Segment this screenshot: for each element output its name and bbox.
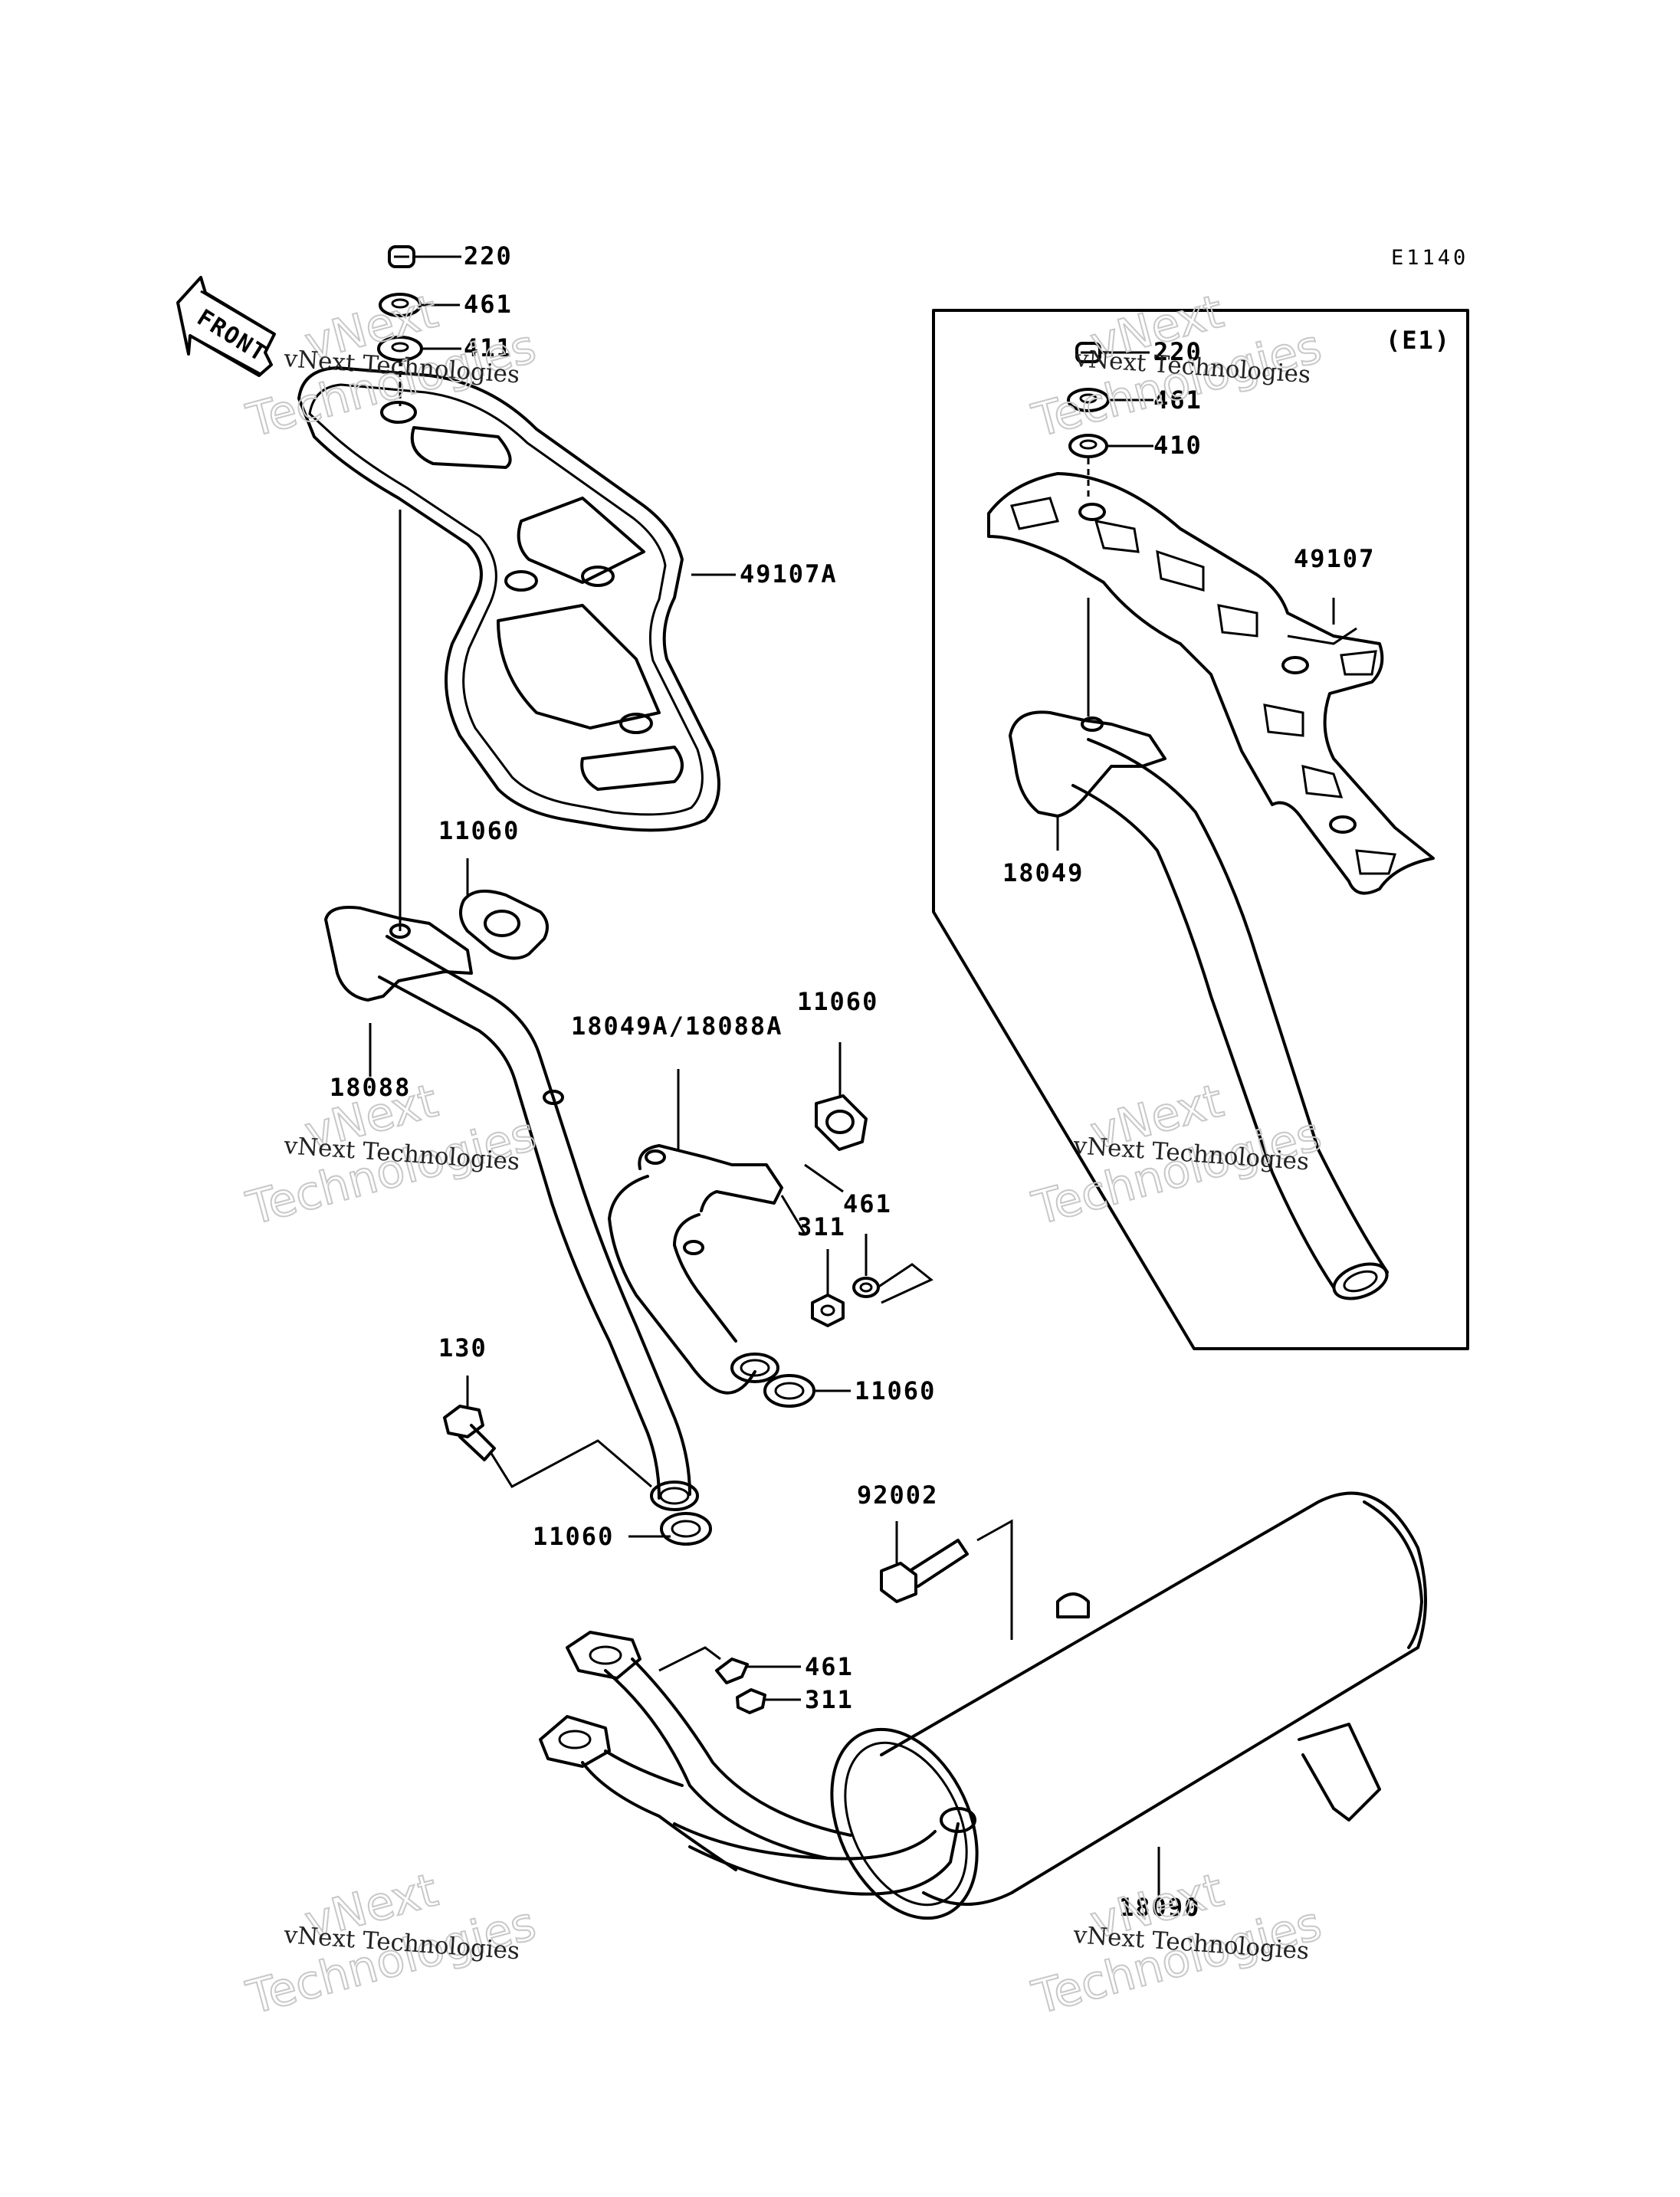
label-11060-b: 11060: [797, 987, 878, 1016]
label-461-top: 461: [464, 290, 513, 319]
inset-e1-frame: [932, 309, 1469, 1350]
bolt-130-icon: [443, 1376, 652, 1488]
exhaust-pipe-18049A-18088A: [608, 1144, 806, 1395]
nut-311-mid-icon: [811, 1249, 845, 1327]
inset-e1-label: (E1): [1386, 326, 1451, 355]
washer-410-icon: [1068, 434, 1153, 458]
watermark-mid-left: Technologies vNext vNext Technologies: [241, 1074, 542, 1237]
gasket-11060-b-icon: [815, 1042, 868, 1151]
label-11060-d: 11060: [533, 1522, 614, 1551]
washer-461-low-icon: [715, 1658, 801, 1684]
bolt-220-icon: [388, 245, 461, 268]
exhaust-pipe-18049: [1009, 710, 1389, 1300]
gasket-11060-a-icon: [459, 858, 549, 960]
watermark-bottom-left: Technologies vNext vNext Technologies: [241, 1863, 542, 2026]
diagram-code: E1140: [1391, 246, 1468, 270]
gasket-11060-c-icon: [763, 1374, 851, 1408]
label-220-inset: 220: [1153, 337, 1203, 366]
bolt-92002-icon: [880, 1519, 1013, 1640]
label-18049: 18049: [1002, 858, 1084, 887]
label-130: 130: [438, 1333, 487, 1362]
heat-shield-49107A: [297, 366, 720, 832]
label-92002: 92002: [857, 1481, 938, 1510]
washer-461-mid-icon: [852, 1234, 934, 1304]
heat-shield-49107: [987, 472, 1435, 895]
nut-311-low-icon: [736, 1688, 801, 1714]
label-461-inset: 461: [1153, 385, 1203, 415]
watermark-bottom-right: Technologies vNext vNext Technologies: [1026, 1863, 1327, 2026]
label-311-mid: 311: [797, 1212, 846, 1241]
label-461-mid: 461: [843, 1189, 892, 1218]
exhaust-pipe-18088: [324, 906, 699, 1511]
label-18090: 18090: [1119, 1893, 1200, 1922]
label-11060-a: 11060: [438, 816, 520, 845]
label-311-low: 311: [805, 1685, 854, 1714]
label-49107: 49107: [1294, 544, 1375, 573]
label-18049A-18088A: 18049A/18088A: [571, 1012, 783, 1041]
watermark-mid-right: Technologies vNext vNext Technologies: [1026, 1074, 1327, 1237]
label-410: 410: [1153, 431, 1203, 460]
washer-461-icon: [379, 293, 460, 317]
washer-461-inset-icon: [1067, 388, 1153, 412]
label-18088: 18088: [330, 1073, 411, 1102]
gasket-11060-d-icon: [628, 1512, 712, 1546]
label-461-low: 461: [805, 1652, 854, 1681]
label-411: 411: [464, 333, 513, 362]
muffler-18090: [539, 1491, 1427, 1920]
label-49107A: 49107A: [740, 559, 838, 589]
bolt-220-inset-icon: [1075, 342, 1150, 363]
front-arrow-icon: FRONT: [176, 276, 276, 377]
label-220-top: 220: [464, 241, 513, 271]
label-11060-c: 11060: [855, 1376, 936, 1405]
